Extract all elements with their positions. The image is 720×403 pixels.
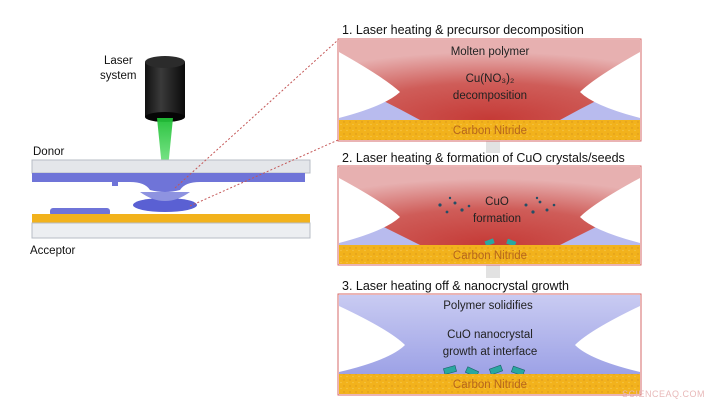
- panel-2-title: 2. Laser heating & formation of CuO crys…: [342, 151, 625, 165]
- panel-3-substrate: [339, 374, 640, 394]
- panel-2-left-void: [339, 178, 400, 243]
- panel-3-text-top: Polymer solidifies: [443, 300, 533, 312]
- panel-3-left-void: [339, 306, 405, 372]
- panel-3-text-mid1: CuO nanocrystal: [447, 329, 533, 341]
- laser-system-icon: [145, 56, 185, 122]
- panel-3-right-void: [575, 306, 640, 372]
- cuo-seed-particles: [438, 196, 556, 214]
- watermark: SCIENCEAQ.COM: [622, 389, 705, 399]
- panel-3-substrate-label: Carbon Nitride: [453, 379, 527, 391]
- panel-1-left-void: [339, 52, 400, 118]
- donor-polymer-film: [32, 173, 305, 192]
- acceptor-label: Acceptor: [30, 245, 76, 257]
- panel-1-title: 1. Laser heating & precursor decompositi…: [342, 23, 584, 37]
- panel-1-right-void: [580, 52, 640, 118]
- panel-1-substrate-label: Carbon Nitride: [453, 125, 527, 137]
- panel-3: 3. Laser heating off & nanocrystal growt…: [337, 279, 642, 396]
- step-connectors: [486, 141, 500, 278]
- laser-beam: [157, 118, 173, 168]
- panel-2-text-mid1: CuO: [485, 196, 509, 208]
- panel-1: 1. Laser heating & precursor decompositi…: [337, 23, 642, 142]
- acceptor-substrate-layer: [32, 214, 310, 223]
- panel-1-substrate: [339, 120, 640, 140]
- zoom-line-bottom: [189, 139, 339, 207]
- panel-1-text-top: Molten polymer: [451, 46, 530, 58]
- panel-2-substrate: [339, 245, 640, 264]
- transferred-droplet: [133, 198, 197, 212]
- panel-3-text-mid2: growth at interface: [443, 346, 538, 358]
- panel-1-text-mid2: decomposition: [453, 90, 527, 102]
- laser-label: Laser: [104, 55, 133, 67]
- panel-2-substrate-label: Carbon Nitride: [453, 250, 527, 262]
- panel-3-title: 3. Laser heating off & nanocrystal growt…: [342, 279, 569, 293]
- zoom-line-top: [174, 39, 339, 189]
- panel-2: 2. Laser heating & formation of CuO crys…: [337, 151, 642, 266]
- acceptor-slide: [31, 222, 311, 239]
- cuo-seed-crystal: [484, 238, 495, 247]
- panel-1-text-mid1: Cu(NO₃)₂: [466, 73, 515, 85]
- panel-2-text-mid2: formation: [473, 213, 521, 225]
- donor-label: Donor: [33, 146, 64, 158]
- cuo-seed-crystal: [506, 238, 517, 247]
- left-setup: Laser system Donor Acceptor: [30, 39, 339, 257]
- panel-2-right-void: [580, 178, 640, 243]
- laser-label-line2: system: [100, 70, 136, 82]
